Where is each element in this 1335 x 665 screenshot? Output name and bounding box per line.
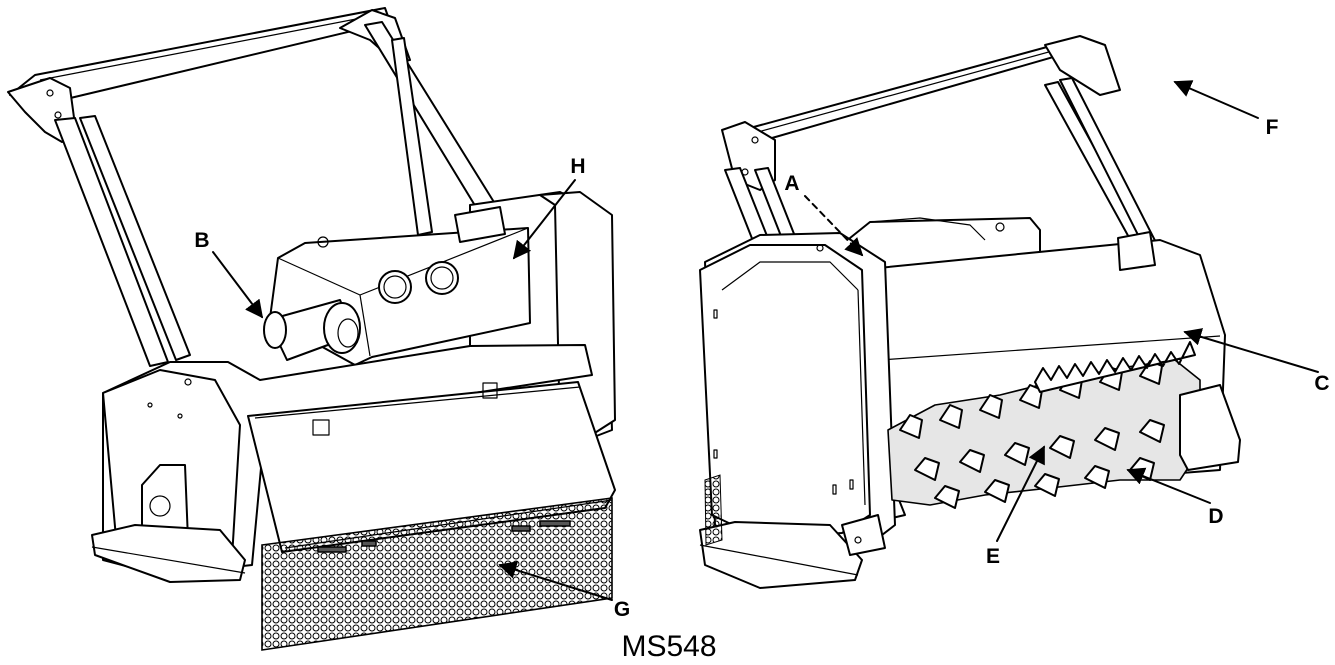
callout-label-d: D <box>1208 505 1223 528</box>
leader-f <box>1173 80 1259 119</box>
leader-d <box>1126 467 1211 504</box>
figure-id: MS548 <box>621 630 716 663</box>
leader-a <box>804 195 864 257</box>
leader-b <box>212 251 264 319</box>
right-mulcher-rear-view <box>699 35 1241 589</box>
callout-label-e: E <box>986 545 1000 568</box>
callout-label-a: A <box>784 172 799 195</box>
callout-label-f: F <box>1266 116 1279 139</box>
callout-label-g: G <box>614 598 630 621</box>
left-mulcher-front-view <box>7 7 616 651</box>
callout-leaders <box>212 80 1319 601</box>
leader-h <box>512 179 576 260</box>
callout-label-h: H <box>570 155 585 178</box>
callout-label-b: B <box>194 229 209 252</box>
leader-g <box>498 561 613 601</box>
leader-c <box>1183 328 1319 373</box>
leader-e <box>996 445 1045 542</box>
callout-label-c: C <box>1314 372 1329 395</box>
